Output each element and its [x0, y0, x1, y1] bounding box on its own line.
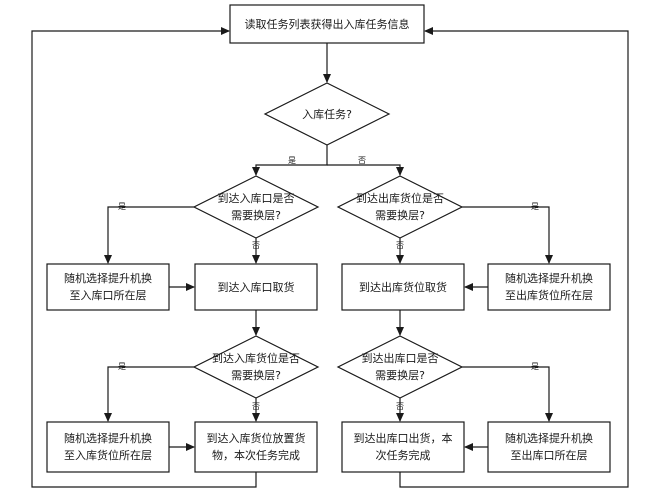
edge-out-port-yes: [462, 366, 553, 422]
no-label-out-slot: 否: [396, 241, 404, 250]
edge-inbound-yes: [252, 145, 328, 176]
lift-to-in-port-layer-box: [46, 263, 170, 311]
place-in-slot-done-label: 到达入库货位放置货物，本次任务完成: [206, 432, 306, 462]
yes-label-in-port: 是: [118, 202, 126, 211]
edge-in-port-yes: [104, 206, 194, 264]
out-port-done-label: 到达出库口出货，本次任务完成: [353, 432, 453, 462]
edge-in-slot-yes: [104, 366, 194, 422]
lift-to-out-slot-layer-box: [487, 263, 611, 311]
place-in-slot-done-box: [194, 421, 318, 473]
yes-label-inbound: 是: [288, 156, 296, 165]
arrive-in-slot-label: 到达入库货位是否需要换层?: [212, 352, 300, 382]
lift-to-in-port-layer-label: 随机选择提升机换至入库口所在层: [64, 272, 152, 302]
lift-to-in-slot-layer-label: 随机选择提升机换至入库货位所在层: [64, 432, 152, 462]
yes-label-out-slot: 是: [531, 202, 539, 211]
lift-to-out-port-layer-box: [487, 421, 611, 473]
lift-to-out-slot-layer-label: 随机选择提升机换至出库货位所在层: [505, 272, 593, 302]
yes-label-out-port: 是: [531, 362, 539, 371]
no-label-in-slot: 否: [252, 402, 260, 411]
lift-to-out-port-layer-label: 随机选择提升机换至出库口所在层: [505, 432, 593, 462]
edge-inbound-no: [327, 164, 404, 176]
lift-to-in-slot-layer-box: [46, 421, 170, 473]
edge-out-slot-yes: [462, 206, 553, 264]
go-in-port-pick-label: 到达入库口取货: [217, 280, 295, 294]
no-label-out-port: 否: [396, 402, 404, 411]
is-inbound-label: 入库任务?: [302, 107, 352, 121]
go-out-slot-pick-label: 到达出库货位取货: [359, 280, 447, 294]
read-task-label: 读取任务列表获得出入库任务信息: [244, 17, 410, 31]
out-port-done-box: [341, 421, 465, 473]
edge-in-loop-back: [31, 27, 257, 488]
yes-label-in-slot: 是: [118, 362, 126, 371]
arrive-out-slot-label: 到达出库货位是否需要换层?: [356, 192, 444, 222]
arrive-out-port-label: 到达出库口是否需要换层?: [361, 352, 439, 382]
no-label-inbound: 否: [358, 156, 366, 165]
no-label-in-port: 否: [252, 241, 260, 250]
read-task-box: [229, 4, 425, 44]
arrive-in-port-label: 到达入库口是否需要换层?: [217, 192, 295, 222]
edge-out-loop-back: [399, 27, 629, 488]
go-in-port-pick-box: [194, 263, 318, 311]
